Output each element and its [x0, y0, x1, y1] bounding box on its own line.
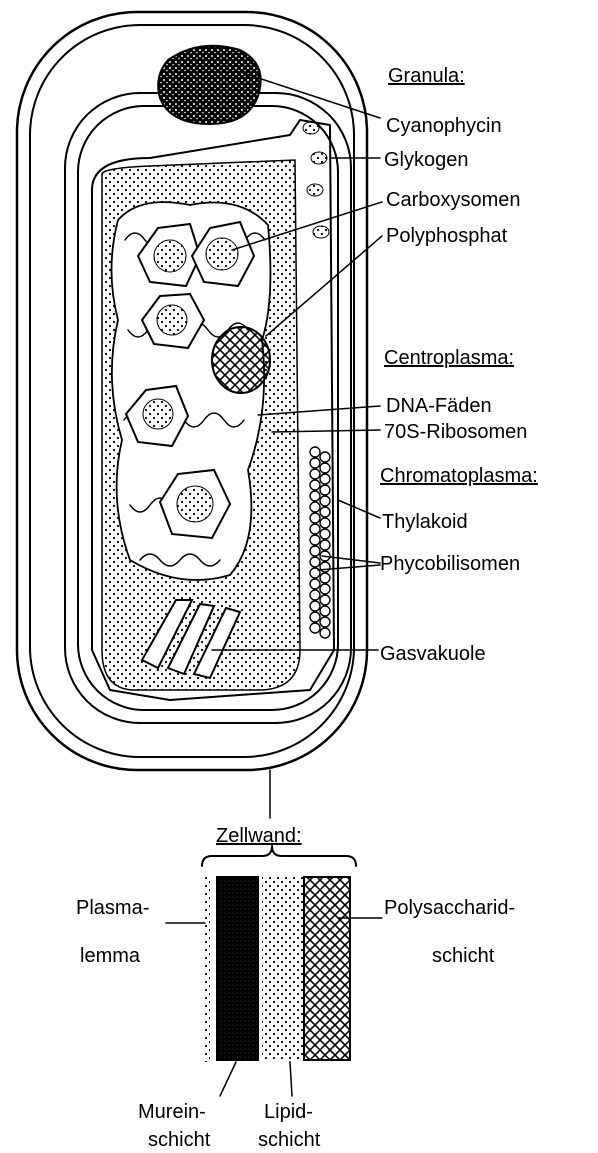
- phycobilisome: [320, 463, 330, 473]
- label-centroplasma: Centroplasma:: [384, 347, 514, 369]
- glycogen-granule: [311, 152, 327, 164]
- label-zellwand: Zellwand:: [216, 825, 302, 847]
- phycobilisome: [320, 573, 330, 583]
- carboxysome-core: [157, 305, 187, 335]
- phycobilisome: [320, 628, 330, 638]
- label-lipid-2: schicht: [258, 1129, 321, 1151]
- phycobilisome: [320, 485, 330, 495]
- label-polysaccharid-2: schicht: [432, 945, 495, 967]
- phycobilisome: [310, 579, 320, 589]
- phycobilisome: [310, 623, 320, 633]
- phycobilisome: [320, 452, 330, 462]
- phycobilisome: [320, 617, 330, 627]
- polyphosphate-granule: [212, 327, 270, 393]
- label-granula: Granula:: [388, 65, 465, 87]
- phycobilisomes-column: [310, 447, 330, 638]
- glycogen-granule: [303, 122, 319, 134]
- phycobilisome: [310, 612, 320, 622]
- glycogen-granule: [313, 226, 329, 238]
- phycobilisome: [320, 518, 330, 528]
- phycobilisome: [320, 562, 330, 572]
- carboxysome-core: [143, 399, 173, 429]
- murein-layer: [217, 877, 258, 1060]
- centroplasma: [102, 160, 300, 690]
- lipid-layer: [262, 877, 304, 1060]
- wall-brace: [202, 846, 356, 866]
- label-plasmalemma-2: lemma: [80, 945, 141, 967]
- glycogen-granule: [307, 184, 323, 196]
- polysaccharide-layer: [304, 877, 350, 1060]
- phycobilisome: [310, 524, 320, 534]
- label-chromatoplasma: Chromatoplasma:: [380, 465, 538, 487]
- label-phycobilisomen: Phycobilisomen: [380, 553, 520, 575]
- phycobilisome: [310, 546, 320, 556]
- phycobilisome: [320, 595, 330, 605]
- phycobilisome: [320, 507, 330, 517]
- label-carboxysomen: Carboxysomen: [386, 189, 521, 211]
- label-thylakoid: Thylakoid: [382, 511, 468, 533]
- cyanophycin-granule: [158, 46, 260, 124]
- phycobilisome: [310, 469, 320, 479]
- phycobilisome: [310, 513, 320, 523]
- phycobilisome: [310, 601, 320, 611]
- phycobilisome: [310, 458, 320, 468]
- label-murein-2: schicht: [148, 1129, 211, 1151]
- carboxysome-core: [206, 238, 238, 270]
- phycobilisome: [310, 447, 320, 457]
- label-cyanophycin: Cyanophycin: [386, 115, 502, 137]
- label-polysaccharid-1: Polysaccharid-: [384, 897, 515, 919]
- phycobilisome: [320, 474, 330, 484]
- phycobilisome: [310, 535, 320, 545]
- phycobilisome: [310, 502, 320, 512]
- phycobilisome: [310, 480, 320, 490]
- phycobilisome: [310, 590, 320, 600]
- carboxysome-core: [154, 240, 186, 272]
- carboxysome-core: [177, 486, 213, 522]
- label-dna-faeden: DNA-Fäden: [386, 395, 492, 417]
- label-gasvakuole: Gasvakuole: [380, 643, 486, 665]
- label-murein-1: Murein-: [138, 1101, 206, 1123]
- phycobilisome: [320, 606, 330, 616]
- cell-labels: Granula: Cyanophycin Glykogen Carboxysom…: [380, 65, 538, 665]
- phycobilisome: [320, 529, 330, 539]
- phycobilisome: [310, 491, 320, 501]
- label-glykogen: Glykogen: [384, 149, 469, 171]
- label-lipid-1: Lipid-: [264, 1101, 313, 1123]
- label-plasmalemma-1: Plasma-: [76, 897, 149, 919]
- phycobilisome: [320, 584, 330, 594]
- label-ribosomen: 70S-Ribosomen: [384, 421, 527, 443]
- phycobilisome: [310, 557, 320, 567]
- phycobilisome: [320, 540, 330, 550]
- phycobilisome: [320, 496, 330, 506]
- plasmalemma-dotted-line: [205, 876, 210, 1062]
- label-polyphosphat: Polyphosphat: [386, 225, 508, 247]
- wall-detail: Zellwand: Plasma- lemma Polysaccharid- s…: [76, 825, 515, 1151]
